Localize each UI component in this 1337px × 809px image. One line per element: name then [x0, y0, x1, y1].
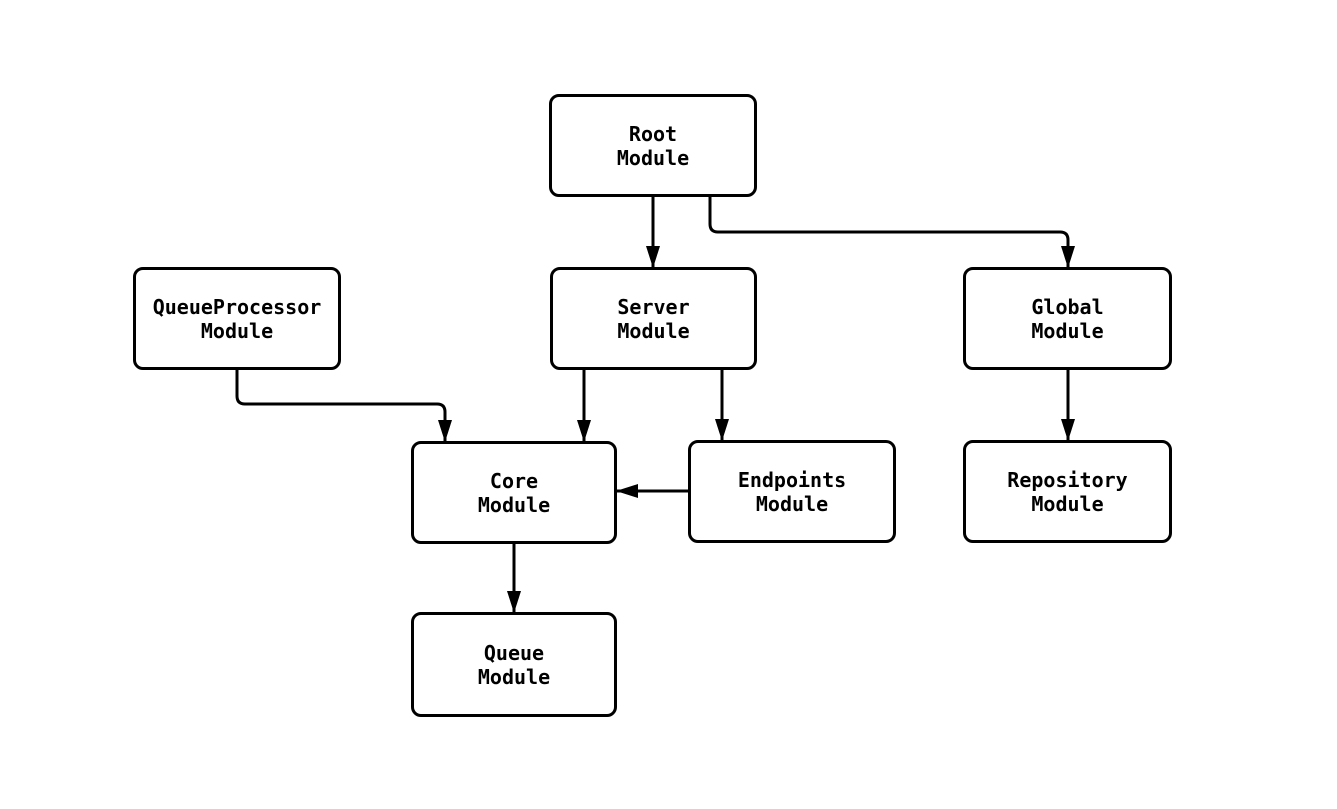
edge-queueprocessor-to-core [235, 370, 452, 442]
node-label-line: Module [755, 491, 829, 516]
node-label-line: Module [616, 145, 690, 170]
node-label-line: Root [628, 121, 678, 146]
node-label-line: Module [477, 664, 551, 689]
edge-root-to-global [708, 197, 1075, 268]
node-label-line: Module [1031, 318, 1104, 343]
node-label-line: QueueProcessor [152, 294, 322, 319]
node-label-line: Queue [483, 640, 545, 665]
node-label-line: Repository [1007, 467, 1128, 492]
node-label-line: Endpoints [737, 467, 847, 492]
node-label-line: Module [1031, 491, 1104, 516]
node-label-line: Global [1031, 294, 1104, 319]
node-label-line: Server [617, 294, 690, 319]
node-label-line: Core [489, 468, 539, 493]
node-label-line: Module [617, 318, 690, 343]
node-label-line: Module [477, 492, 551, 517]
node-label-line: Module [200, 318, 274, 343]
